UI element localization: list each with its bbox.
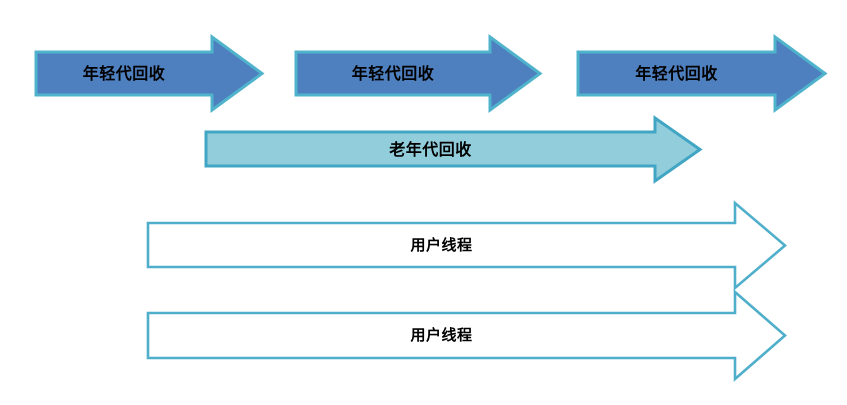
old-generation-gc-row bbox=[204, 115, 703, 184]
young-generation-gc-row bbox=[34, 34, 828, 113]
young-gc-arrow-2[interactable] bbox=[294, 34, 543, 113]
user-thread-arrow-1[interactable] bbox=[146, 200, 788, 291]
user-thread-row-2 bbox=[146, 289, 787, 382]
young-gc-arrow-1[interactable] bbox=[34, 34, 265, 113]
old-gc-arrow-1[interactable] bbox=[204, 115, 703, 184]
young-gc-arrow-3[interactable] bbox=[576, 34, 828, 113]
user-thread-row-1 bbox=[146, 200, 788, 291]
user-thread-arrow-2[interactable] bbox=[146, 289, 787, 382]
